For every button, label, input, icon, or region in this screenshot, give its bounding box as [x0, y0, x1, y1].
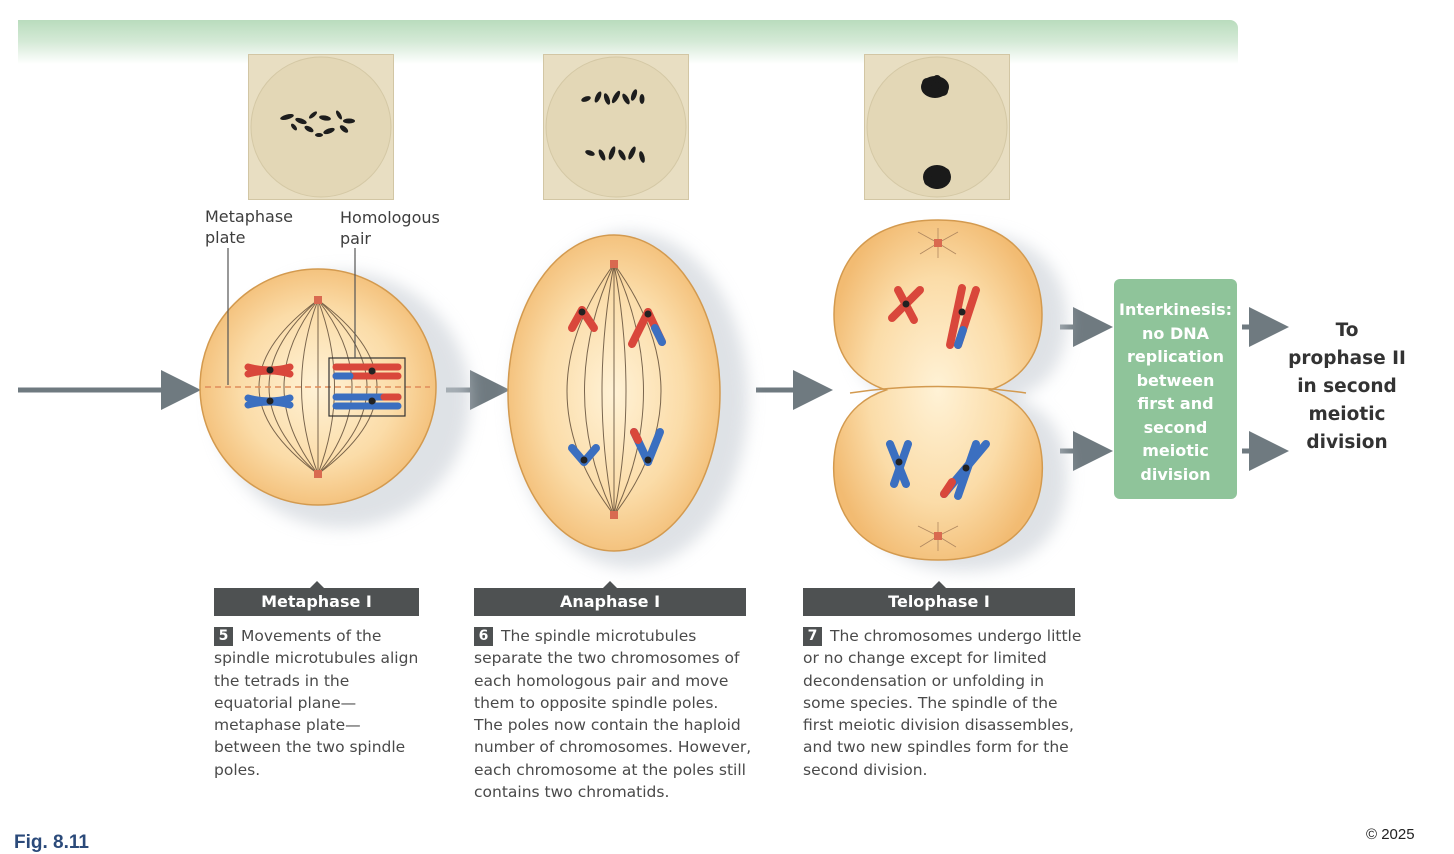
step-number-badge: 5: [214, 627, 233, 646]
telophase-cell: [832, 219, 1068, 571]
step-number-badge: 6: [474, 627, 493, 646]
homologous-pair-label: Homologous pair: [340, 208, 440, 248]
stage-title-telophase: Telophase I: [803, 581, 1075, 616]
micrograph-telophase-image: [866, 56, 1008, 198]
micrograph-anaphase-image: [545, 56, 687, 198]
telophase-chromosomes-top: [888, 284, 980, 349]
stage-title-metaphase: Metaphase I: [214, 581, 419, 616]
micrograph-telophase: [864, 54, 1010, 200]
metaphase-cell: [199, 248, 470, 528]
copyright-notice: © 2025: [1366, 826, 1415, 843]
tetrad-left: [244, 363, 294, 409]
metaphase-plate-label: Metaphase plate: [205, 207, 294, 247]
telophase-chromosomes-bottom: [886, 440, 990, 500]
micrograph-anaphase: [543, 54, 689, 200]
interkinesis-box: Interkinesis: no DNA replication between…: [1114, 279, 1237, 499]
stage-title-anaphase: Anaphase I: [474, 581, 746, 616]
figure-label: Fig. 8.11: [14, 832, 89, 853]
description-text: The chromosomes undergo little or no cha…: [803, 627, 1082, 779]
anaphase-chromosomes-top: [568, 306, 666, 348]
description-text: The spindle microtubules separate the tw…: [474, 627, 752, 802]
spindle-pole-top: [314, 296, 322, 304]
next-stage-text: To prophase II in second meiotic divisio…: [1288, 320, 1406, 453]
anaphase-spindle: [566, 263, 662, 516]
micrograph-metaphase: [248, 54, 394, 200]
spindle-pole-top: [934, 239, 942, 247]
spindle-pole-bottom: [610, 511, 618, 519]
micrograph-metaphase-image: [250, 56, 392, 198]
spindle-pole-bottom: [934, 532, 942, 540]
step-number-badge: 7: [803, 627, 822, 646]
anaphase-chromosomes-bottom: [568, 428, 664, 466]
spindle-pole-bottom: [314, 470, 322, 478]
homologous-pair-box: [328, 357, 406, 417]
anaphase-cell: [507, 232, 748, 568]
spindle-pole-top: [610, 260, 618, 268]
tetrad-right: [332, 363, 402, 410]
description-text: Movements of the spindle microtubules al…: [214, 627, 419, 779]
